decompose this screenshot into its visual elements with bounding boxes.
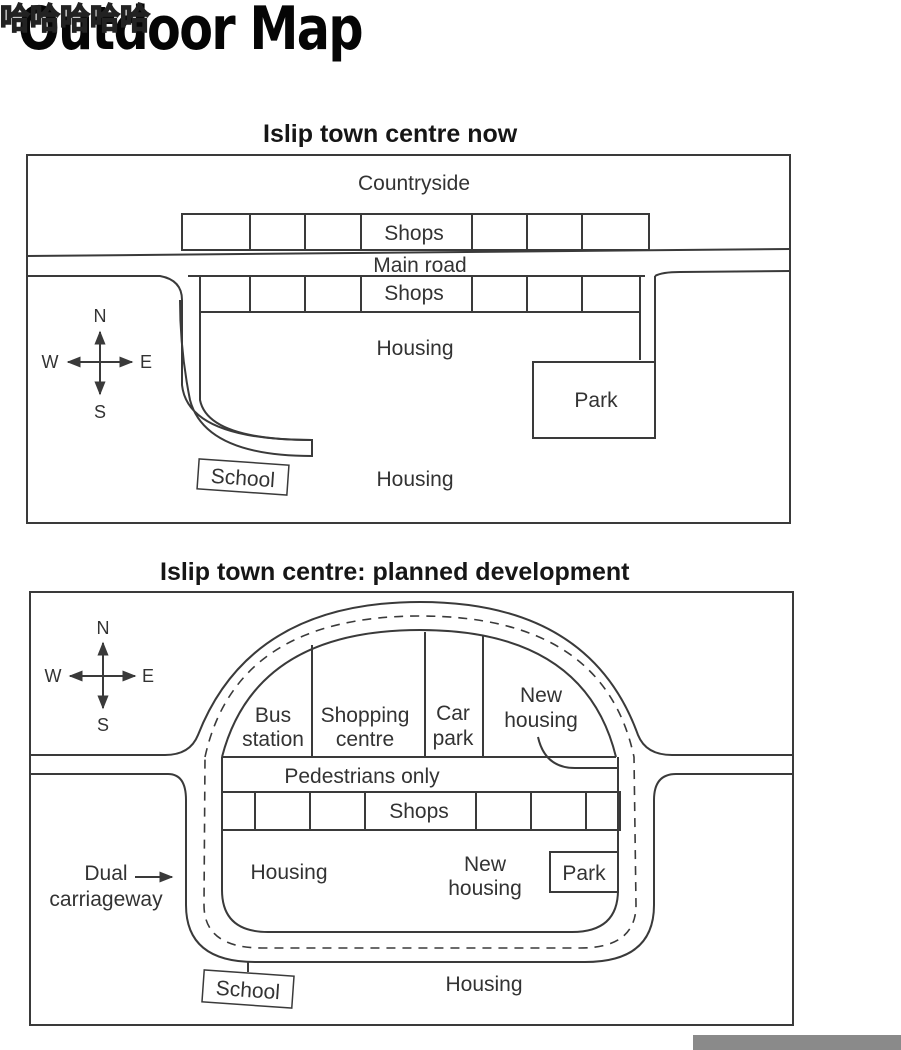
compass-s: S <box>94 402 106 422</box>
label-bus-line1: Bus <box>255 704 291 727</box>
compass-planned-n: N <box>97 618 110 638</box>
label-shops-north: Shops <box>384 222 444 245</box>
label-pedestrians-only: Pedestrians only <box>284 765 440 788</box>
park-box <box>532 361 656 439</box>
label-housing-inner: Housing <box>250 861 327 884</box>
label-shopping-line2: centre <box>336 728 394 751</box>
label-school: School <box>210 465 276 492</box>
park-box-planned <box>549 851 619 893</box>
ring-road-outer <box>30 600 793 756</box>
label-bus-line2: station <box>242 728 304 751</box>
shops-north-row <box>181 213 650 251</box>
compass-w: W <box>42 352 59 372</box>
label-shops-south: Shops <box>384 282 444 305</box>
compass-planned-e: E <box>142 666 154 686</box>
school-box-planned <box>201 969 295 1009</box>
watermark-overlay-text: 哈哈哈哈哈 <box>0 1 151 38</box>
label-car-line1: Car <box>436 702 470 725</box>
label-new-housing-mid-line1: New <box>464 853 507 876</box>
map-planned <box>29 591 794 1026</box>
compass-now <box>66 330 134 396</box>
map-now-border <box>26 154 791 524</box>
shops-row-planned <box>221 791 621 831</box>
main-road-edges <box>26 248 791 458</box>
ring-road-outer-south <box>30 773 793 963</box>
label-new-housing-mid-line2: housing <box>448 877 522 900</box>
map-planned-labels: Bus station Shopping centre Car park New… <box>45 618 607 1004</box>
label-car-line2: park <box>433 727 474 750</box>
ring-road-inner-south <box>221 757 619 933</box>
label-dual-line1: Dual <box>84 862 127 885</box>
map-title-planned: Islip town centre: planned development <box>160 558 630 586</box>
label-new-housing-top-line1: New <box>520 684 563 707</box>
label-housing-lower: Housing <box>376 468 453 491</box>
label-shops-planned: Shops <box>389 800 449 823</box>
label-shopping-line1: Shopping <box>321 704 410 727</box>
shops-south-row <box>200 276 640 313</box>
label-dual-line2: carriageway <box>49 888 163 911</box>
map-now-labels: Countryside Shops Main road Shops Housin… <box>42 172 619 492</box>
label-housing-upper: Housing <box>376 337 453 360</box>
compass-e: E <box>140 352 152 372</box>
map-planned-border <box>29 591 794 1026</box>
label-main-road: Main road <box>373 254 466 277</box>
compass-planned <box>68 641 137 710</box>
compass-n: N <box>94 306 107 326</box>
label-housing-outer: Housing <box>445 973 522 996</box>
ring-road-inner <box>221 628 617 758</box>
bottom-scroll-bar[interactable] <box>693 1035 901 1050</box>
school-box <box>196 458 290 496</box>
map-title-now: Islip town centre now <box>263 120 518 148</box>
map-now <box>26 154 791 524</box>
label-park: Park <box>574 389 618 412</box>
page-title: Outdoor Map <box>18 0 364 64</box>
compass-planned-w: W <box>45 666 62 686</box>
label-school-planned: School <box>215 977 281 1004</box>
label-new-housing-top-line2: housing <box>504 709 578 732</box>
label-park-planned: Park <box>562 862 606 885</box>
ring-road-centre-dashes <box>203 615 637 949</box>
compass-planned-s: S <box>97 715 109 735</box>
label-countryside: Countryside <box>358 172 470 195</box>
